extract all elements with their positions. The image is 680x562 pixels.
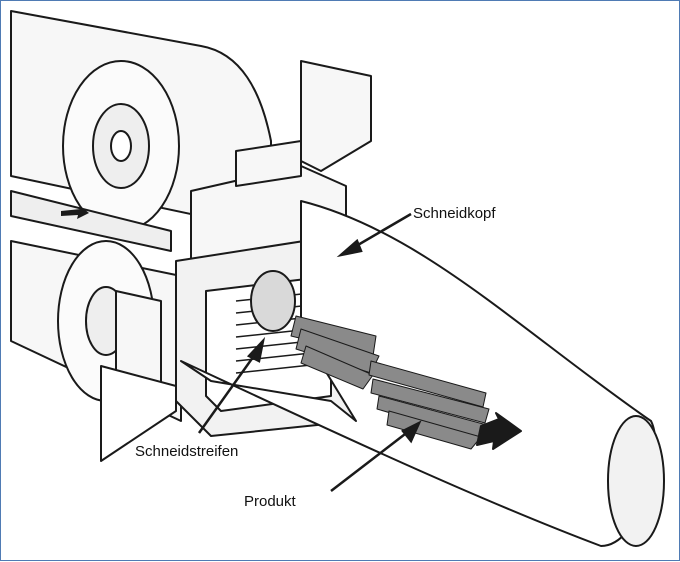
leader-cutting-head bbox=[350, 212, 412, 251]
cutting-grid-disc bbox=[250, 270, 296, 332]
head-top-bracket bbox=[235, 140, 302, 187]
belt-arrow bbox=[61, 205, 89, 219]
head-back-plate bbox=[300, 60, 372, 172]
product-strands-out bbox=[368, 360, 490, 450]
label-cutting-strips: Schneidstreifen bbox=[135, 443, 239, 460]
upper-wheel-axle bbox=[110, 130, 132, 162]
leader-product bbox=[330, 430, 410, 492]
belt-band bbox=[10, 190, 172, 252]
output-arrow bbox=[476, 412, 522, 450]
label-cutting-head: Schneidkopf bbox=[413, 205, 496, 222]
chute-outlet bbox=[607, 415, 665, 547]
label-product: Produkt bbox=[244, 493, 296, 510]
front-guide-plate bbox=[100, 365, 177, 462]
leader-cutting-strips bbox=[197, 352, 258, 434]
